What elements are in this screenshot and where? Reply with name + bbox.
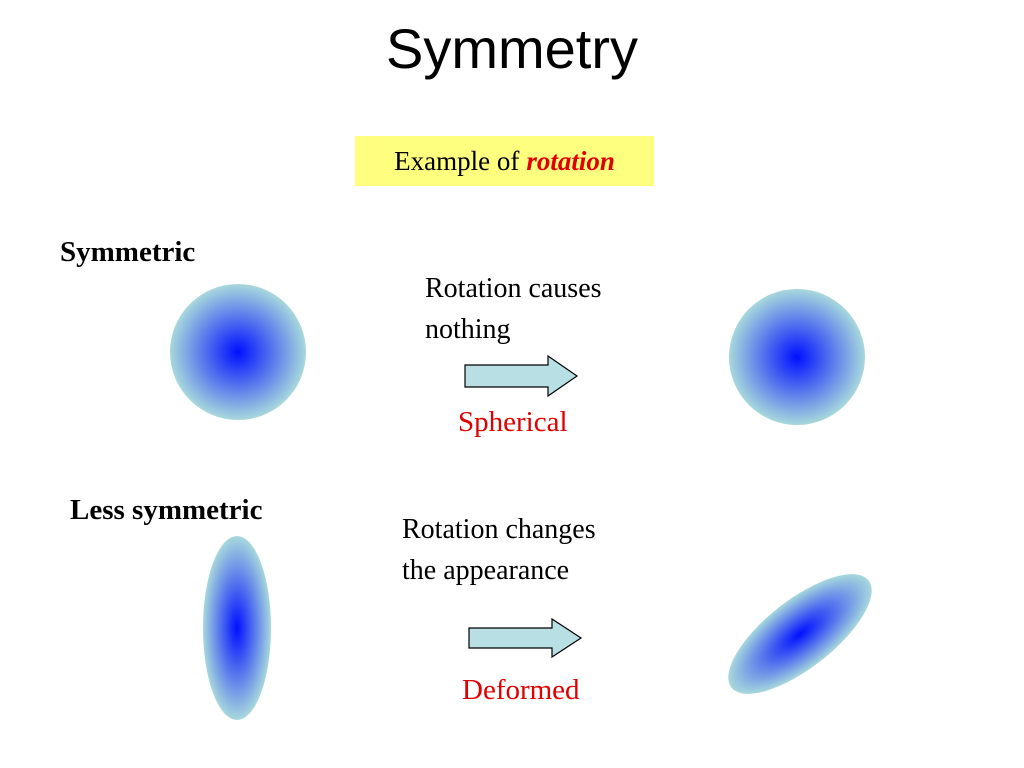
ellipsoid-before [203,536,271,720]
deformed-result-label: Deformed [462,674,580,706]
less-symmetric-label: Less symmetric [70,494,263,526]
symmetric-sphere-after [729,289,865,425]
symmetric-description-line2: nothing [425,314,511,345]
slide-title: Symmetry [386,17,638,80]
example-prefix: Example of [394,145,520,176]
less-symmetric-description-line2: the appearance [402,555,570,586]
rotation-arrow-top [464,354,579,398]
less-symmetric-description: Rotation changes the appearance [402,509,596,591]
spherical-result-label: Spherical [458,406,568,438]
less-symmetric-description-line1: Rotation changes [402,514,596,545]
rotation-arrow-bottom [468,617,583,659]
ellipsoid-rotated [728,574,872,694]
example-keyword: rotation [526,145,615,176]
example-caption-box: Example of rotation [355,136,654,186]
symmetric-label: Symmetric [60,236,196,268]
symmetric-description-line1: Rotation causes [425,273,602,304]
symmetric-sphere-before [170,284,306,420]
symmetric-description: Rotation causes nothing [425,268,602,350]
